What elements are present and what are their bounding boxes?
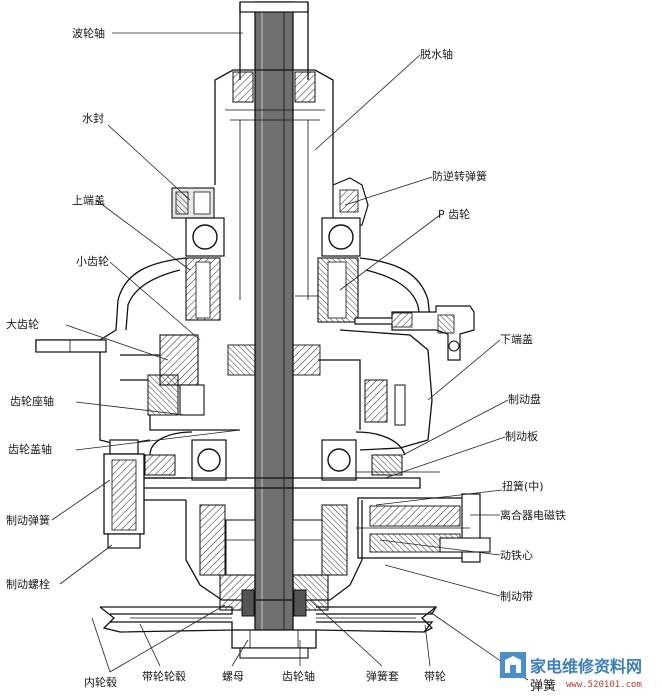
label-spring-sleeve: 弹簧套 bbox=[366, 669, 399, 683]
label-upper-cover: 上端盖 bbox=[72, 193, 105, 207]
label-pulley: 带轮 bbox=[424, 669, 446, 683]
label-pulley-hub: 带轮轮毂 bbox=[142, 669, 186, 683]
mechanism-drawing bbox=[35, 1, 491, 659]
label-brake-disc: 制动盘 bbox=[508, 392, 541, 406]
label-brake-band: 制动带 bbox=[500, 590, 533, 603]
label-big-gear: 大齿轮 bbox=[6, 317, 39, 331]
brake-disc-part bbox=[149, 431, 406, 456]
upper-bearings bbox=[185, 217, 361, 257]
label-brake-spring: 制动弹簧 bbox=[6, 513, 50, 527]
spin-shaft-part bbox=[214, 69, 334, 185]
label-spring: 弹簧 bbox=[530, 678, 556, 694]
middle-bearings bbox=[191, 439, 357, 481]
part-labels: 波轮轴 脱水轴 水封 防逆转弹簧 上端盖 P 齿轮 小齿轮 大齿轮 下端盖 齿轮… bbox=[6, 26, 566, 694]
label-wave-shaft: 波轮轴 bbox=[72, 26, 105, 40]
label-clutch-electromagnet: 离合器电磁铁 bbox=[500, 508, 566, 522]
label-p-gear: P 齿轮 bbox=[438, 207, 470, 221]
label-torsion-spring: 扭簧(中) bbox=[502, 479, 544, 493]
spring-sleeve-part bbox=[292, 574, 329, 611]
clutch-electromagnet-part bbox=[356, 493, 491, 563]
label-water-seal: 水封 bbox=[82, 111, 104, 125]
label-gear-seat-shaft: 齿轮座轴 bbox=[10, 394, 54, 408]
pulley-part bbox=[99, 606, 438, 633]
watermark-url: www.520101.com bbox=[566, 680, 642, 690]
label-spin-shaft: 脱水轴 bbox=[420, 47, 453, 61]
label-moving-core: 动铁心 bbox=[500, 549, 533, 562]
label-gear-shaft: 齿轮轴 bbox=[282, 669, 315, 683]
linkage-arm bbox=[354, 305, 475, 361]
label-inner-hub: 内轮毂 bbox=[84, 675, 117, 689]
label-nut: 螺母 bbox=[222, 670, 244, 683]
leader-lines bbox=[51, 32, 529, 681]
label-lower-cover: 下端盖 bbox=[500, 332, 533, 346]
label-anti-reverse-spring: 防逆转弹簧 bbox=[432, 169, 487, 183]
label-brake-plate: 制动板 bbox=[505, 429, 538, 443]
watermark: 家电维修资料网 www.520101.com bbox=[500, 652, 642, 690]
lower-cover-part bbox=[339, 329, 433, 451]
lower-housing bbox=[185, 500, 363, 601]
label-brake-bolt: 制动螺栓 bbox=[6, 577, 50, 591]
label-gear-cover-shaft: 齿轮盖轴 bbox=[8, 442, 52, 456]
label-small-gear: 小齿轮 bbox=[76, 254, 109, 268]
watermark-title: 家电维修资料网 bbox=[530, 657, 642, 676]
wave-shaft-part bbox=[254, 1, 294, 651]
